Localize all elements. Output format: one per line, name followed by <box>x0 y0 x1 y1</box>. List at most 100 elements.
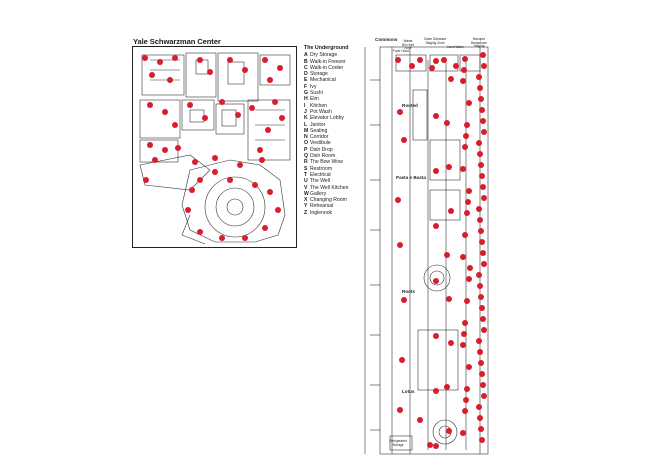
location-marker <box>207 69 213 75</box>
location-marker <box>227 177 233 183</box>
location-marker <box>466 100 472 106</box>
room-label-commons: Commons <box>375 37 398 42</box>
location-marker <box>227 57 233 63</box>
legend-label: Mechanical <box>310 77 336 84</box>
location-marker <box>157 59 163 65</box>
location-marker <box>197 177 203 183</box>
location-marker <box>481 393 487 399</box>
location-marker <box>480 316 486 322</box>
legend-label: Elevator Lobby <box>310 115 344 122</box>
location-marker <box>481 195 487 201</box>
location-marker <box>242 235 248 241</box>
location-marker <box>476 206 482 212</box>
location-marker <box>187 102 193 108</box>
legend-key: W <box>304 190 309 197</box>
location-marker <box>275 207 281 213</box>
location-marker <box>476 74 482 80</box>
location-marker <box>464 210 470 216</box>
location-marker <box>479 305 485 311</box>
location-marker <box>197 229 203 235</box>
location-marker <box>478 294 484 300</box>
location-marker <box>212 169 218 175</box>
location-marker <box>267 77 273 83</box>
legend-key: I <box>304 102 306 109</box>
legend-label: Storage <box>310 71 328 78</box>
location-marker <box>462 56 468 62</box>
legend-label: Vestibule <box>310 140 331 147</box>
location-marker <box>149 72 155 78</box>
legend-key: U <box>304 178 308 185</box>
location-marker <box>477 415 483 421</box>
legend-key: R <box>304 159 308 166</box>
location-marker <box>147 102 153 108</box>
location-marker <box>433 333 439 339</box>
location-marker <box>444 384 450 390</box>
label-refrigerated-storage: Refrigerated Storage <box>389 439 407 447</box>
location-marker <box>401 137 407 143</box>
legend-key: T <box>304 171 308 178</box>
location-marker <box>467 265 473 271</box>
location-marker <box>466 188 472 194</box>
location-marker <box>479 371 485 377</box>
location-marker <box>279 115 285 121</box>
location-marker <box>477 85 483 91</box>
location-marker <box>481 129 487 135</box>
legend-label: Pot Wash <box>310 108 332 115</box>
location-marker <box>477 217 483 223</box>
location-marker <box>272 99 278 105</box>
location-marker <box>219 235 225 241</box>
legend-key: P <box>304 146 308 153</box>
commons-plan <box>364 46 489 455</box>
location-marker <box>464 122 470 128</box>
location-marker <box>152 157 158 163</box>
legend-key: V <box>304 184 308 191</box>
legend-key: M <box>304 127 309 134</box>
location-marker <box>433 113 439 119</box>
location-marker <box>242 67 248 73</box>
location-marker <box>476 338 482 344</box>
location-marker <box>262 57 268 63</box>
location-marker <box>462 144 468 150</box>
legend-label: Seating <box>310 127 328 134</box>
legend-key: N <box>304 134 308 141</box>
location-marker <box>479 173 485 179</box>
location-marker <box>448 76 454 82</box>
location-marker <box>465 199 471 205</box>
legend-label: Janitor <box>310 121 326 128</box>
location-marker <box>417 417 423 423</box>
location-marker <box>162 109 168 115</box>
legend-label: Ivy <box>310 83 317 90</box>
legend-key: Q <box>304 153 308 160</box>
legend-key: H <box>304 96 308 103</box>
legend-label: The Bow Wow <box>310 159 343 166</box>
location-marker <box>172 122 178 128</box>
location-marker <box>417 57 423 63</box>
legend-key: O <box>304 140 308 147</box>
legend-key: S <box>304 165 308 172</box>
legend-key: Y <box>304 203 308 210</box>
legend-label: Rehearsal <box>310 203 334 210</box>
legend-key: F <box>304 83 308 90</box>
location-marker <box>397 407 403 413</box>
legend-label: Gallery <box>310 190 327 197</box>
location-marker <box>480 184 486 190</box>
location-marker <box>460 430 466 436</box>
location-marker <box>446 296 452 302</box>
location-marker <box>185 207 191 213</box>
room-label-pasta-e-basta: Pasta e Basta <box>396 175 426 180</box>
legend-label: The Well <box>310 178 331 185</box>
legend-key: D <box>304 71 308 78</box>
